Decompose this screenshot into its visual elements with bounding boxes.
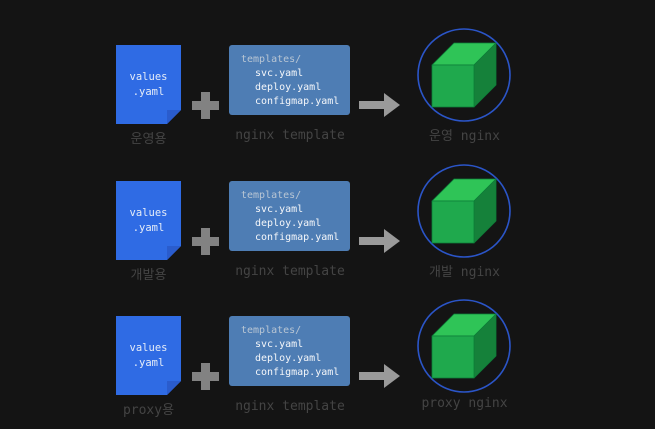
diagram-row-proxy: values .yaml proxy용 templates/ svc.yaml … — [0, 298, 655, 420]
result-cube — [416, 298, 512, 394]
plus-icon — [192, 228, 219, 255]
template-file: svc.yaml — [255, 339, 304, 350]
values-file: values .yaml — [116, 181, 181, 260]
values-caption: 개발용 — [130, 268, 167, 283]
template-file: deploy.yaml — [255, 82, 322, 93]
template-file: svc.yaml — [255, 204, 304, 215]
template-caption: nginx template — [235, 399, 345, 414]
result-circle — [417, 299, 511, 393]
diagram-row-production: values .yaml 운영용 templates/ svc.yaml dep… — [0, 27, 655, 149]
arrow-right-icon — [359, 228, 400, 254]
template-caption: nginx template — [235, 128, 345, 143]
cube-front-face — [431, 200, 475, 244]
values-file-line2: .yaml — [132, 85, 165, 98]
file-icon — [116, 181, 181, 260]
values-caption: 운영용 — [130, 132, 167, 147]
result-caption: 개발 nginx — [429, 265, 500, 280]
values-file: values .yaml — [116, 316, 181, 395]
templates-box: templates/ svc.yaml deploy.yaml configma… — [229, 181, 350, 251]
plus-icon — [192, 363, 219, 390]
template-file: deploy.yaml — [255, 353, 322, 364]
values-file-text: values .yaml — [116, 316, 181, 395]
values-file-line1: values — [129, 206, 168, 219]
templates-box: templates/ svc.yaml deploy.yaml configma… — [229, 316, 350, 386]
result-cube — [416, 163, 512, 259]
template-file: deploy.yaml — [255, 218, 322, 229]
file-icon — [116, 45, 181, 124]
arrow-right-icon — [359, 92, 400, 118]
result-caption: 운영 nginx — [429, 129, 500, 144]
templates-box: templates/ svc.yaml deploy.yaml configma… — [229, 45, 350, 115]
file-icon — [116, 316, 181, 395]
values-file-line1: values — [129, 70, 168, 83]
template-file: configmap.yaml — [255, 367, 340, 378]
templates-header: templates/ — [241, 190, 302, 201]
result-caption: proxy nginx — [421, 396, 508, 411]
result-circle — [417, 164, 511, 258]
templates-header: templates/ — [241, 325, 302, 336]
values-file: values .yaml — [116, 45, 181, 124]
values-file-line1: values — [129, 341, 168, 354]
plus-icon — [192, 92, 219, 119]
template-file: configmap.yaml — [255, 232, 340, 243]
values-file-text: values .yaml — [116, 181, 181, 260]
cube-front-face — [431, 64, 475, 108]
template-caption: nginx template — [235, 264, 345, 279]
template-file: svc.yaml — [255, 68, 304, 79]
templates-header: templates/ — [241, 54, 302, 65]
values-file-line2: .yaml — [132, 221, 165, 234]
diagram-row-development: values .yaml 개발용 templates/ svc.yaml dep… — [0, 163, 655, 285]
cube-front-face — [431, 335, 475, 379]
values-caption: proxy용 — [122, 403, 175, 418]
template-file: configmap.yaml — [255, 96, 340, 107]
arrow-right-icon — [359, 363, 400, 389]
result-cube — [416, 27, 512, 123]
values-file-line2: .yaml — [132, 356, 165, 369]
result-circle — [417, 28, 511, 122]
values-file-text: values .yaml — [116, 45, 181, 124]
